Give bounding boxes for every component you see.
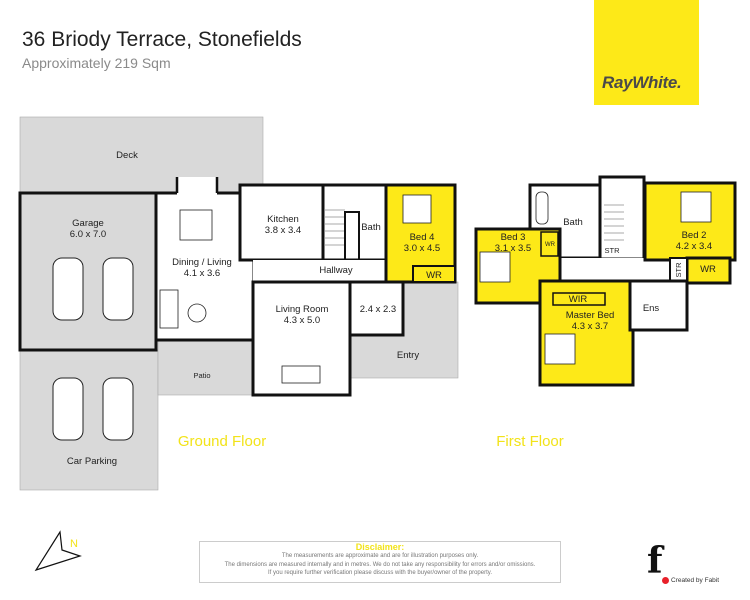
logo-text: RayWhite. <box>602 73 682 92</box>
living-size: 4.3 x 5.0 <box>284 315 320 326</box>
deck-label: Deck <box>116 150 138 161</box>
car-icon <box>52 377 84 441</box>
car-icon <box>102 377 134 441</box>
north-label: N <box>70 538 78 550</box>
bed3-wr-label: WR <box>545 242 556 248</box>
str-label-2: STR <box>674 262 683 278</box>
ground-floor-label: Ground Floor <box>178 433 266 450</box>
garage-label: Garage <box>72 218 104 229</box>
ff-bath-label: Bath <box>563 217 583 228</box>
kitchen-label: Kitchen <box>267 214 299 225</box>
patio-label: Patio <box>193 371 210 380</box>
dining-door-bump <box>177 177 217 195</box>
ff-hallway <box>558 258 646 282</box>
kitchen-size: 3.8 x 3.4 <box>265 225 301 236</box>
bed3-label: Bed 3 <box>501 232 526 243</box>
fabit-credit: f Created by Fabit <box>647 540 747 586</box>
bed3-size: 3.1 x 3.5 <box>495 243 531 254</box>
hallway-label: Hallway <box>319 265 353 276</box>
bed2-label: Bed 2 <box>682 230 707 241</box>
car-icon <box>52 257 84 321</box>
credit-text: Created by Fabit <box>671 577 720 584</box>
first-floor: Bath Bed 3 3.1 x 3.5 WR Bed 2 4.2 x 3.4 … <box>474 175 737 450</box>
disclaimer-title: Disclaimer: <box>355 542 405 552</box>
foyer-size: 2.4 x 2.3 <box>360 304 396 315</box>
garage-room <box>18 191 158 352</box>
hallway <box>253 260 387 282</box>
garage-size: 6.0 x 7.0 <box>70 229 106 240</box>
disclaimer-box: Disclaimer: The measurements are approxi… <box>199 541 561 583</box>
bed4-size: 3.0 x 4.5 <box>404 243 440 254</box>
car-parking-area <box>19 349 159 491</box>
dining-label: Dining / Living <box>172 257 232 268</box>
disclaimer-line: The dimensions are measured internally a… <box>224 561 536 568</box>
ens-label: Ens <box>643 303 660 314</box>
bed4-wr-label: WR <box>426 270 442 281</box>
foyer <box>348 280 405 337</box>
disclaimer-line: If you require further verification plea… <box>267 570 492 576</box>
fabit-logo-icon: f <box>647 540 663 582</box>
patio-area <box>157 339 254 396</box>
property-address: 36 Briody Terrace, Stonefields <box>22 28 302 51</box>
living-label: Living Room <box>276 304 329 315</box>
disclaimer-line: The measurements are approximate and are… <box>281 553 479 559</box>
ens-room <box>628 279 689 332</box>
wir <box>552 292 606 306</box>
car-icon <box>102 257 134 321</box>
bed4-label: Bed 4 <box>410 232 435 243</box>
bath-label: Bath <box>361 222 381 233</box>
bed2-wr-label: WR <box>700 264 716 275</box>
master-bed-label: Master Bed <box>566 310 615 321</box>
car-parking-label: Car Parking <box>67 456 117 467</box>
str-label-1: STR <box>605 246 621 255</box>
fabit-dot-icon <box>662 577 669 584</box>
entry-label: Entry <box>397 350 419 361</box>
wir-label: WIR <box>569 294 588 305</box>
master-bed-size: 4.3 x 3.7 <box>572 321 608 332</box>
north-arrow-icon: N <box>34 530 82 572</box>
deck-area <box>19 116 264 194</box>
first-floor-label: First Floor <box>496 433 564 450</box>
raywhite-logo: RayWhite. <box>594 0 699 105</box>
bed2-size: 4.2 x 3.4 <box>676 241 712 252</box>
dining-size: 4.1 x 3.6 <box>184 268 220 279</box>
ground-floor: Deck Garage 6.0 x 7.0 Dining / Living 4.… <box>18 116 459 491</box>
property-area: Approximately 219 Sqm <box>22 55 171 71</box>
